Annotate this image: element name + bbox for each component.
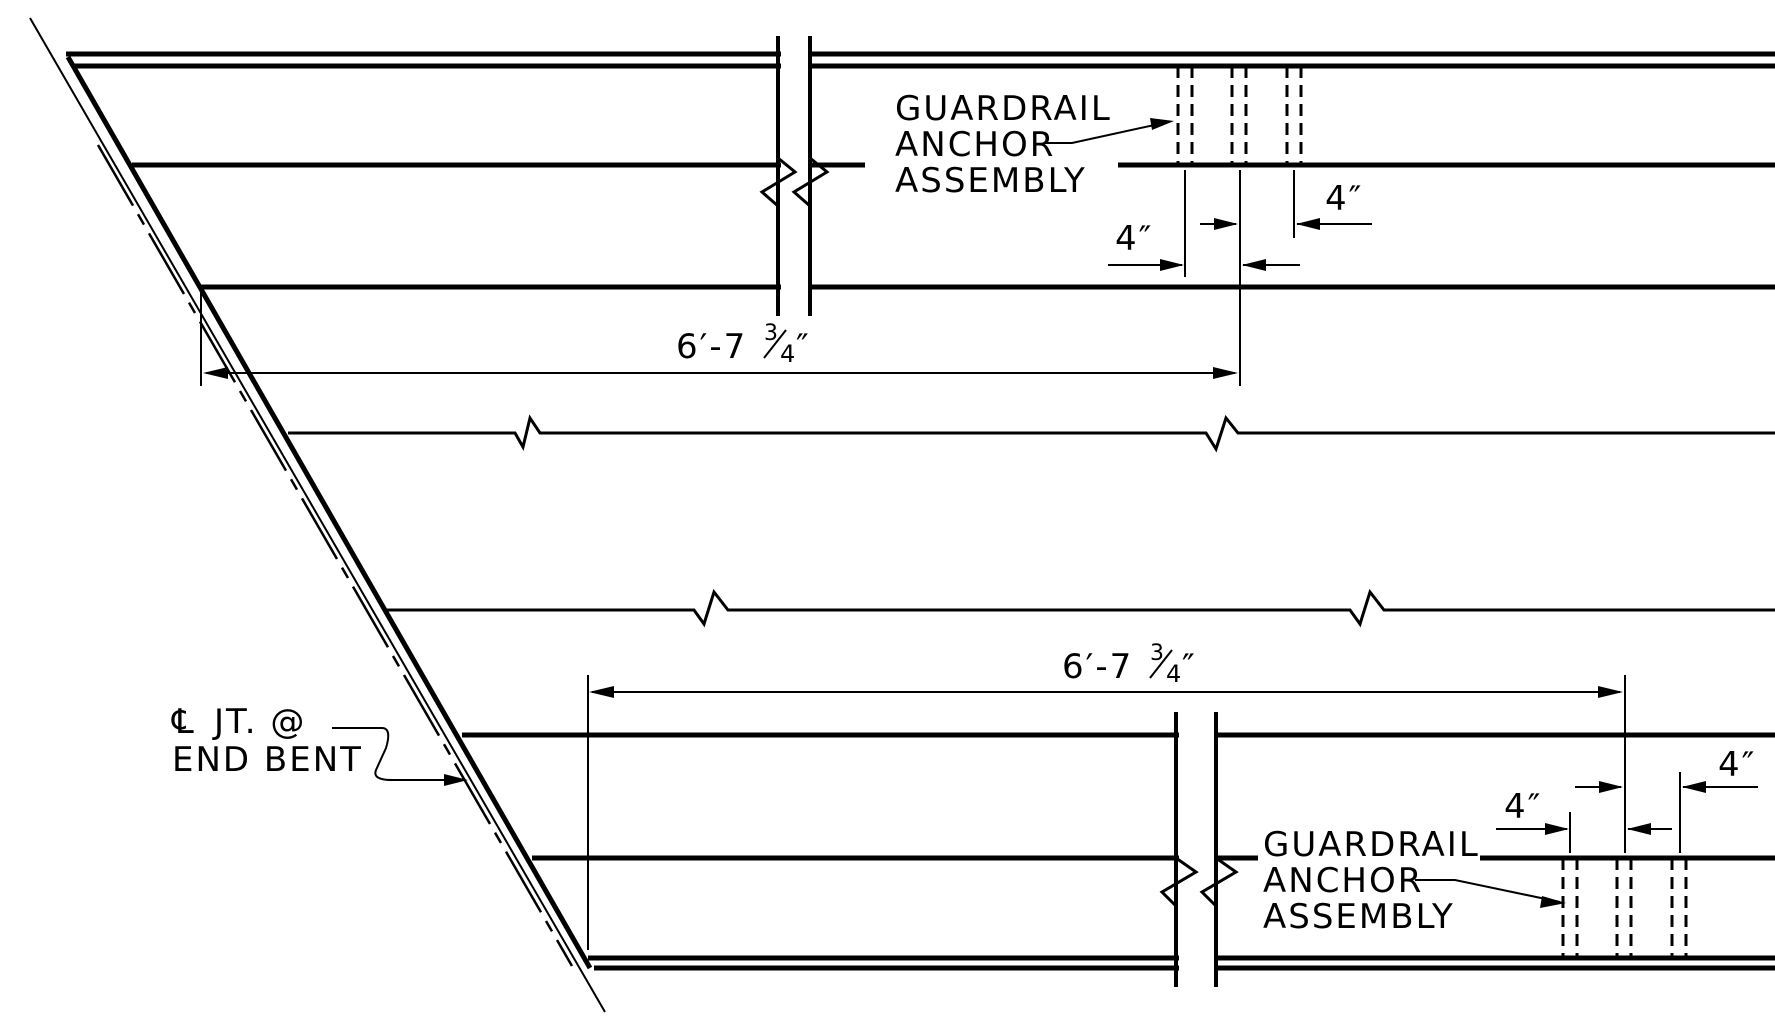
bottom-anchor-label-line3: ASSEMBLY (1263, 897, 1455, 937)
bottom-spacing-right-text: 4″ (1718, 745, 1756, 785)
centerline-leader (332, 727, 468, 786)
bottom-dim-den: 4 (1166, 660, 1181, 688)
top-spacing-right-text: 4″ (1325, 179, 1363, 219)
bottom-dim-inch: ″ (1182, 647, 1197, 687)
bottom-dimensions (587, 675, 1758, 950)
top-anchor-posts (1176, 66, 1303, 165)
top-dim-inch: ″ (796, 327, 811, 367)
bottom-anchor-posts (1561, 858, 1688, 958)
bottom-anchor-label: GUARDRAIL ANCHOR ASSEMBLY (1263, 825, 1480, 937)
centerline-symbol: ℄ (171, 702, 196, 742)
bottom-overall-dim-text: 6′-7 3 4 ″ (1062, 641, 1197, 688)
bottom-spacing-left-text: 4″ (1504, 787, 1542, 827)
end-bent (29, 17, 606, 1013)
top-break-symbol (759, 36, 830, 316)
centerline-label: ℄ JT. @ END BENT (171, 702, 363, 780)
top-anchor-label-line3: ASSEMBLY (895, 161, 1087, 201)
top-dim-num: 3 (764, 321, 778, 346)
top-dimensions (200, 118, 1372, 386)
bottom-break-symbol (1159, 712, 1239, 987)
line-5 (387, 588, 1775, 628)
end-bent-face (65, 55, 593, 970)
top-anchor-label-line2: ANCHOR (895, 125, 1055, 165)
end-bent-centerline (96, 144, 574, 967)
centerline-label-line2: END BENT (172, 740, 363, 780)
bottom-dim-feet: 6′-7 (1062, 647, 1133, 687)
top-spacing-left-text: 4″ (1115, 219, 1153, 259)
centerline-label-line1: JT. @ (212, 702, 306, 742)
top-anchor-label-line1: GUARDRAIL (895, 89, 1112, 129)
top-overall-dim-text: 6′-7 3 4 ″ (676, 321, 811, 368)
bottom-anchor-label-line1: GUARDRAIL (1263, 825, 1480, 865)
top-dim-feet: 6′-7 (676, 327, 747, 367)
bottom-anchor-label-line2: ANCHOR (1263, 861, 1423, 901)
top-anchor-label: GUARDRAIL ANCHOR ASSEMBLY (895, 89, 1112, 201)
top-dim-den: 4 (780, 340, 795, 368)
line-4 (288, 414, 1775, 453)
bottom-dim-num: 3 (1150, 641, 1164, 666)
end-bent-outer-line (29, 17, 606, 1013)
